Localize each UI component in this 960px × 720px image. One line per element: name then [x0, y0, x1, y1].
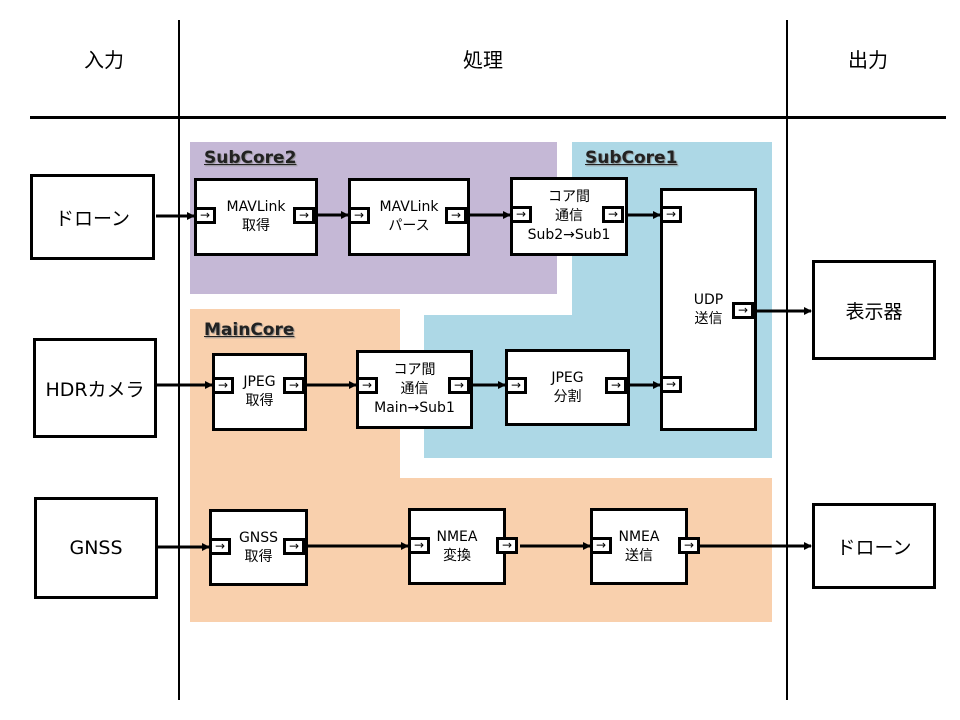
port-out-icon: → — [448, 377, 470, 394]
process-nmea-convert-line1: NMEA — [436, 528, 478, 545]
port-in-icon: → — [660, 206, 682, 223]
maincore-label: MainCore — [204, 320, 295, 340]
port-out-icon: → — [496, 537, 518, 554]
process-udp-send-line2: 送信 — [694, 310, 723, 327]
port-in-icon: → — [348, 207, 370, 224]
process-nmea-convert-line2: 変換 — [443, 547, 471, 564]
input-hdr-camera-label: HDRカメラ — [45, 378, 145, 401]
column-header-output: 出力 — [848, 48, 888, 72]
process-jpeg-split-line1: JPEG — [551, 369, 584, 386]
process-core-comm-sub2-line3: Sub2→Sub1 — [527, 227, 611, 243]
column-header-processing: 処理 — [463, 48, 503, 72]
process-core-comm-main-line1: コア間 — [393, 362, 436, 378]
port-in-icon: → — [209, 538, 231, 555]
subcore2-label: SubCore2 — [204, 148, 297, 168]
port-in-icon: → — [212, 377, 234, 394]
input-hdr-camera: HDRカメラ — [33, 338, 157, 438]
port-out-icon: → — [445, 207, 467, 224]
process-core-comm-sub2-line2: 通信 — [555, 208, 583, 224]
process-core-comm-sub2-line1: コア間 — [548, 189, 590, 205]
port-in-icon: → — [510, 206, 532, 223]
input-drone: ドローン — [30, 174, 155, 260]
port-in-icon: → — [194, 207, 216, 224]
port-out-icon: → — [293, 207, 315, 224]
process-jpeg-split-line2: 分割 — [553, 388, 582, 405]
port-in-icon: → — [590, 537, 612, 554]
port-out-icon: → — [678, 537, 700, 554]
process-jpeg-get-line1: JPEG — [243, 374, 276, 390]
process-core-comm-main-line3: Main→Sub1 — [374, 400, 455, 416]
process-gnss-get-line1: GNSS — [238, 529, 279, 546]
process-mavlink-parse-line2: パース — [388, 218, 430, 234]
output-display-label: 表示器 — [845, 300, 903, 323]
port-out-icon: → — [283, 377, 305, 394]
process-jpeg-get-line2: 取得 — [245, 393, 274, 409]
input-drone-label: ドローン — [54, 207, 131, 230]
input-gnss: GNSS — [34, 497, 158, 599]
port-out-icon: → — [602, 206, 624, 223]
column-divider-left — [178, 20, 180, 700]
process-mavlink-get-line2: 取得 — [242, 218, 270, 234]
header-divider — [30, 116, 946, 119]
port-out-icon: → — [283, 538, 305, 555]
process-udp-send-line1: UDP — [693, 291, 724, 308]
subcore1-label: SubCore1 — [585, 148, 678, 168]
column-header-input: 入力 — [84, 48, 124, 72]
port-in-icon: → — [408, 537, 430, 554]
port-in-icon: → — [356, 377, 378, 394]
process-core-comm-main-line2: 通信 — [400, 381, 429, 397]
process-gnss-get-line2: 取得 — [244, 548, 273, 565]
process-nmea-send-line2: 送信 — [625, 547, 653, 564]
process-mavlink-get-line1: MAVLink — [226, 199, 286, 215]
process-nmea-send-line1: NMEA — [618, 528, 660, 545]
output-display: 表示器 — [812, 260, 936, 360]
column-divider-right — [786, 20, 788, 700]
output-drone: ドローン — [812, 503, 936, 589]
output-drone-label: ドローン — [836, 536, 912, 559]
port-out-icon: → — [732, 302, 754, 319]
port-in-icon: → — [660, 376, 682, 393]
process-mavlink-parse-line1: MAVLink — [379, 199, 439, 215]
input-gnss-label: GNSS — [69, 537, 123, 559]
port-in-icon: → — [505, 377, 527, 394]
port-out-icon: → — [605, 377, 627, 394]
